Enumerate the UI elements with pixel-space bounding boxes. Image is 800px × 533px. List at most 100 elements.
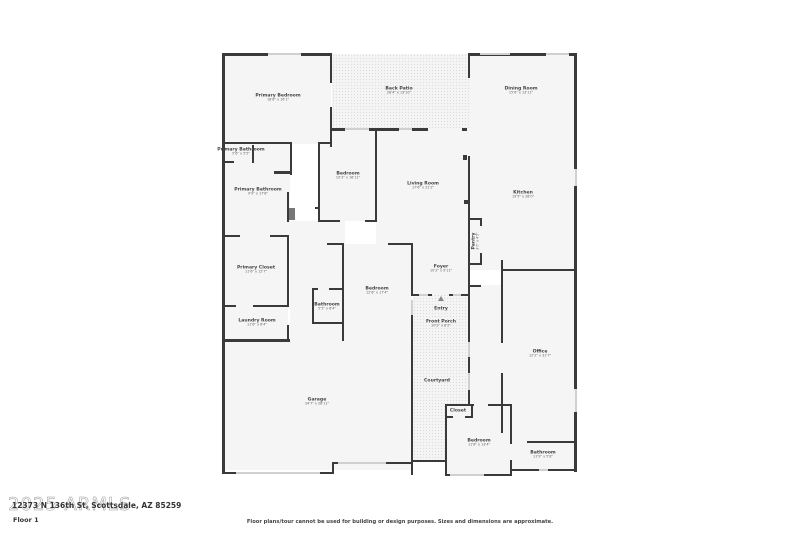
wall [290,142,292,175]
wall [222,235,240,237]
wall [480,218,482,226]
wall [412,128,428,131]
wall [222,161,234,163]
wall [287,235,289,307]
wall [312,288,318,290]
room-side-hall [469,285,503,405]
wall [428,294,432,296]
wall [330,53,332,83]
wall [342,243,344,341]
room-foyer [412,244,470,294]
room-back-patio [332,54,470,129]
wall [574,269,577,389]
wall [445,474,450,476]
wall [222,53,268,56]
wall [330,128,345,131]
floor-label: Floor 1 [13,516,39,524]
window [450,474,484,476]
label-courtyard: Courtyard [424,378,450,384]
wall [501,269,577,271]
window [345,128,369,130]
wall [287,325,289,341]
room-primary-closet [224,236,288,306]
wall [318,142,320,222]
wall [464,200,468,204]
window [468,373,470,390]
wall [445,404,447,476]
wall [461,294,469,296]
room-garage [224,340,412,470]
label-closet: Closet [449,408,467,414]
wall [270,235,289,237]
window [575,389,577,412]
wall [463,155,467,160]
wall [468,53,470,78]
wall [320,472,334,474]
window [468,342,470,357]
room-office [503,270,575,442]
wall [468,285,470,342]
room-bedroom-1 [319,129,376,221]
wall [569,53,577,56]
wall [510,53,546,56]
wall [510,460,512,475]
wall [411,315,413,475]
wall [480,253,482,265]
wall [332,462,338,464]
wall [484,474,512,476]
wall [222,53,225,474]
watermark: 2025 ARMLS [8,494,132,516]
disclaimer: Floor plans/tour cannot be used for buil… [246,519,554,525]
wall [274,171,291,174]
wall [253,305,289,307]
room-bedroom-2 [344,244,412,340]
wall [510,404,512,444]
wall [388,243,413,245]
window [480,53,510,55]
window [575,169,577,186]
wall [332,462,334,474]
wall [465,416,473,418]
wall [301,53,332,56]
wall [318,220,340,222]
room-primary-bedroom [224,54,331,144]
window [453,294,461,296]
wall [222,339,290,342]
wall [312,288,314,324]
wall [222,142,292,144]
wall [468,263,482,265]
window [539,469,548,471]
wall [222,472,236,474]
wall [411,294,419,296]
wall [375,129,377,222]
wall [365,220,377,222]
wall [449,294,453,296]
wall [574,186,577,271]
label-entry: Entry [434,306,448,312]
room-bathroom-2 [511,442,575,470]
window [399,128,412,130]
wall [468,218,482,220]
wall [222,305,236,307]
room-laundry [224,306,288,340]
wall [312,322,342,324]
wall [369,128,399,131]
wall [329,288,343,290]
wall [411,460,447,462]
room-primary-bathroom [224,144,290,236]
